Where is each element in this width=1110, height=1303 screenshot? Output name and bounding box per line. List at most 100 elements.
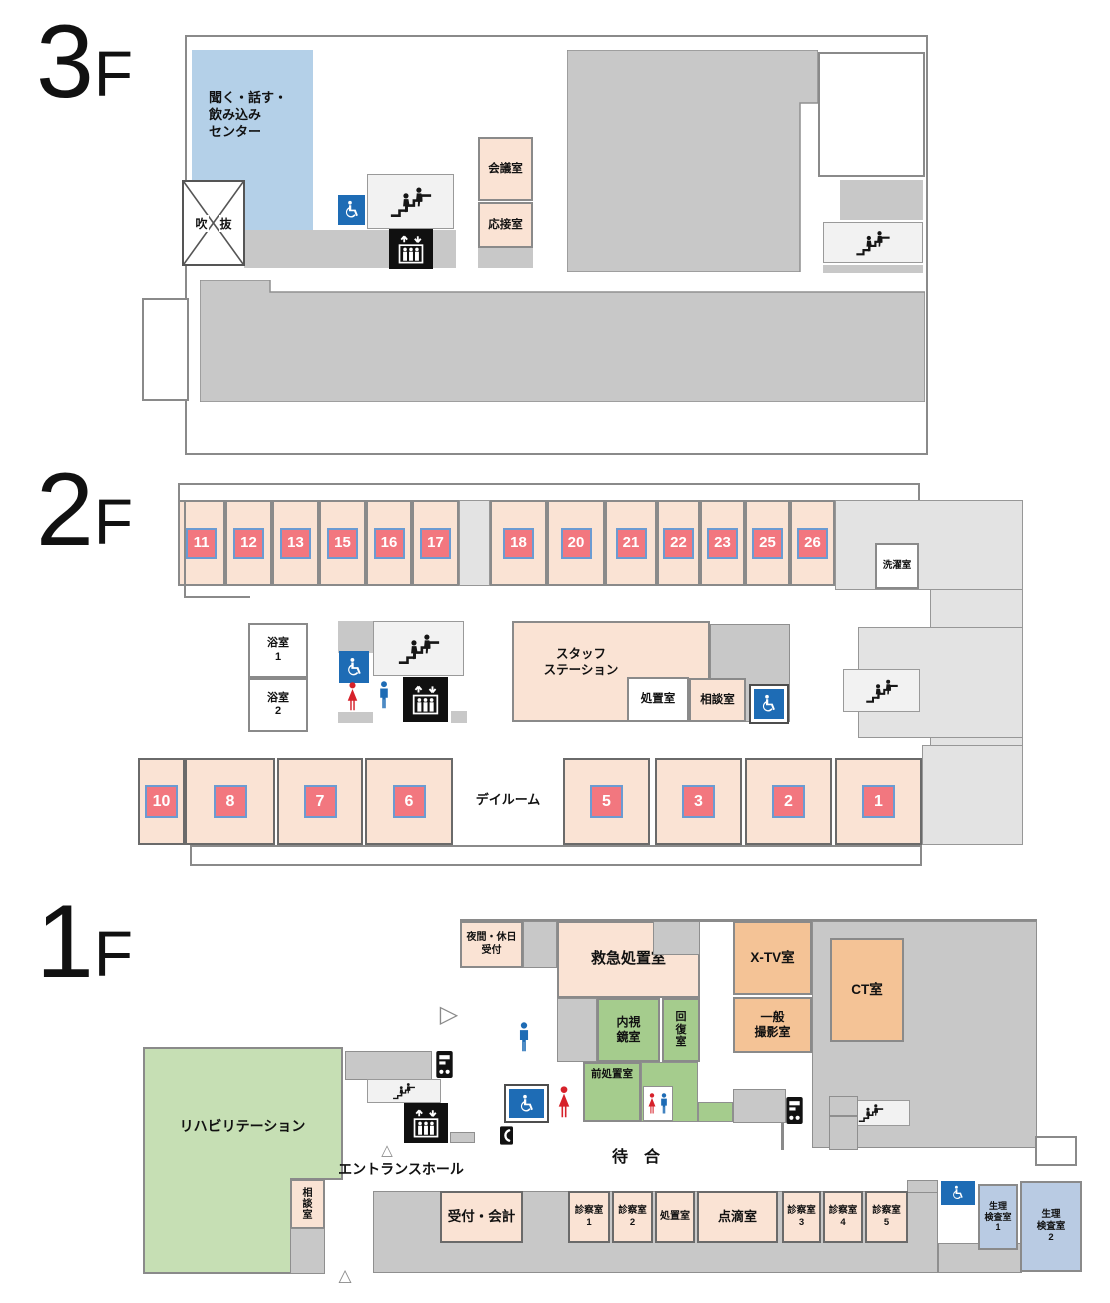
stairs-icon	[854, 229, 892, 257]
room-number-badge: 7	[303, 785, 337, 818]
patient-room-23: 23	[700, 500, 745, 586]
exam-room-2: 診察室 2	[612, 1191, 653, 1243]
floor-2f-bottom-outline	[190, 845, 922, 866]
patient-room-10: 10	[138, 758, 185, 845]
floor-3f-right-thin-strip	[823, 265, 923, 273]
floor-1f-gray-2	[557, 998, 597, 1062]
room-number-badge: 18	[503, 527, 534, 559]
patient-room-26: 26	[790, 500, 835, 586]
room-number-badge: 21	[615, 527, 647, 559]
reception-accounting-room: 受付・会計	[440, 1191, 523, 1243]
atrium-void-label: 吹 抜	[184, 182, 243, 264]
iv-drip-room: 点滴室	[697, 1191, 778, 1243]
room-number-badge: 17	[420, 527, 451, 559]
room-number-badge: 3	[682, 785, 715, 818]
exam-room-1: 診察室 1	[568, 1191, 610, 1243]
stairs-icon	[864, 678, 900, 704]
floor-1f-gray-6	[829, 1116, 858, 1150]
general-xray-room: 一般 撮影室	[733, 997, 812, 1053]
patient-room-7: 7	[277, 758, 363, 845]
stairs-icon	[390, 1082, 418, 1100]
patient-room-8: 8	[185, 758, 275, 845]
toilet-pair-box	[643, 1086, 673, 1121]
wheelchair-icon	[338, 195, 365, 225]
floor-2f-right-zone-top	[835, 500, 1023, 590]
patient-room-1: 1	[835, 758, 922, 845]
entrance-triangle-icon: ▷	[439, 1000, 459, 1028]
floor-2f-right-zone-bottom	[922, 745, 1023, 845]
floor-3f-corridor-strip2	[478, 248, 533, 268]
stairs-box-1f-left	[367, 1079, 441, 1103]
rehabilitation-label: リハビリテーション	[179, 1117, 306, 1134]
consult-room-1f: 相 談 室	[290, 1179, 325, 1229]
consult-room-2f: 相談室	[689, 678, 746, 722]
floor-2f-number: 2	[36, 452, 94, 568]
treatment-room-1f: 処置室	[655, 1191, 695, 1243]
room-number-badge: 26	[797, 527, 828, 559]
pretreatment-room: 前処置室	[583, 1062, 641, 1122]
exam-room-5: 診察室 5	[865, 1191, 908, 1243]
female-toilet-icon	[647, 1093, 657, 1114]
patient-room-22: 22	[657, 500, 700, 586]
floor-1f-right-annex	[1035, 1136, 1077, 1166]
recovery-room: 回 復 室	[662, 998, 700, 1062]
floor-2f-cluster-gray	[338, 621, 373, 653]
female-toilet-icon	[345, 682, 360, 711]
ct-room: CT室	[830, 938, 904, 1042]
room-number-badge: 10	[145, 785, 178, 818]
floor-1f-gray-3	[450, 1132, 475, 1143]
patient-room-20: 20	[547, 500, 605, 586]
wheelchair-icon	[749, 684, 789, 724]
floor-1f-top-boundary	[460, 919, 1037, 922]
staff-station-label: スタッフ ステーション	[543, 646, 619, 677]
bath-room-2: 浴室 2	[248, 678, 308, 732]
room-number-badge: 22	[663, 527, 694, 559]
floor-1f-vline	[781, 1123, 784, 1150]
floor-3f-number: 3	[36, 4, 94, 120]
stairs-icon	[388, 185, 434, 219]
room-number-badge: 12	[233, 527, 264, 559]
physiology-lab-2: 生理 検査室 2	[1020, 1181, 1082, 1272]
room-number-badge: 16	[373, 527, 405, 559]
atrium-void-label-left: 吹	[194, 214, 209, 232]
patient-room-17: 17	[412, 500, 459, 586]
laundry-room: 洗濯室	[875, 543, 919, 589]
male-toilet-icon	[516, 1022, 532, 1052]
physiology-lab-1: 生理 検査室 1	[978, 1184, 1018, 1250]
floor-3f-left-annex	[142, 298, 189, 401]
floor-3f-right-gray-strip	[840, 180, 923, 220]
wheelchair-icon	[339, 651, 369, 683]
stairs-box-3f-center	[367, 174, 454, 229]
floor-3f-suffix: F	[93, 38, 133, 110]
room-number-badge: 2	[772, 785, 805, 818]
male-toilet-icon	[659, 1093, 669, 1114]
patient-room-13: 13	[272, 500, 319, 586]
entrance-hall-label: エントランスホール	[338, 1160, 464, 1177]
stairs-box-2f-center	[373, 621, 464, 676]
room-number-badge: 1	[862, 785, 895, 818]
elevator-icon	[389, 229, 433, 269]
patient-room-21: 21	[605, 500, 657, 586]
floor-3f-bottom-corridor	[200, 280, 925, 402]
patient-room-3: 3	[655, 758, 742, 845]
exam-room-4: 診察室 4	[823, 1191, 863, 1243]
male-toilet-icon	[377, 681, 391, 709]
exam-room-3: 診察室 3	[782, 1191, 821, 1243]
public-phone-icon	[500, 1126, 513, 1145]
room-number-badge: 25	[752, 527, 783, 559]
floor-2f-cluster-gray3	[451, 711, 467, 723]
room-number-badge: 20	[560, 527, 592, 559]
elevator-icon	[403, 677, 448, 722]
patient-room-6: 6	[365, 758, 453, 845]
dayroom-label: デイルーム	[475, 791, 541, 807]
room-number-badge: 15	[327, 527, 358, 559]
wheelchair-icon	[941, 1181, 975, 1205]
speech-swallow-center-label: 聞く・話す・ 飲み込み センター	[209, 90, 288, 139]
patient-room-16: 16	[366, 500, 412, 586]
patient-room-5: 5	[563, 758, 650, 845]
treatment-room-2f: 処置室	[627, 677, 689, 722]
